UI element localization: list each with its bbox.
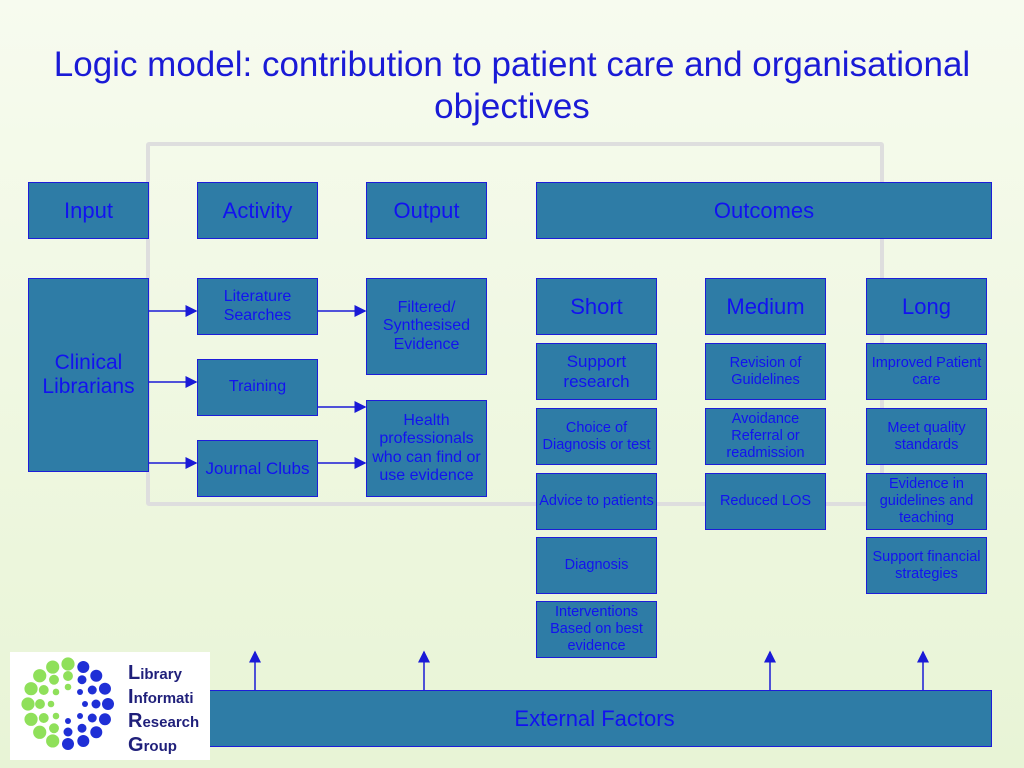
medium-outcome: Revision of Guidelines: [705, 343, 826, 400]
logo-dot: [77, 688, 84, 695]
dot-circle-logo-icon: [21, 657, 114, 750]
output-filtered-evidence: Filtered/ Synthesised Evidence: [366, 278, 487, 375]
lirg-logo: Library Informati Research Group: [10, 652, 210, 760]
long-outcome: Evidence in guidelines and teaching: [866, 473, 987, 530]
external-factors-bar: External Factors: [197, 690, 992, 747]
header-output: Output: [366, 182, 487, 239]
header-input: Input: [28, 182, 149, 239]
logo-dot: [77, 734, 90, 747]
logo-dot: [91, 699, 101, 709]
logo-dot: [102, 698, 114, 710]
logo-dot: [49, 674, 59, 685]
logo-dot: [62, 738, 74, 750]
header-activity: Activity: [197, 182, 318, 239]
input-clinical-librarians: Clinical Librarians: [28, 278, 149, 472]
activity-training: Training: [197, 359, 318, 416]
logo-dot: [46, 660, 60, 674]
logo-dot: [46, 734, 60, 748]
logo-dot: [49, 723, 59, 734]
logo-dot: [38, 713, 49, 723]
medium-outcome: Reduced LOS: [705, 473, 826, 530]
logo-dot: [24, 712, 38, 726]
short-outcome: Support research: [536, 343, 657, 400]
logo-dot: [47, 700, 55, 708]
short-outcome: Diagnosis: [536, 537, 657, 594]
logo-dot: [38, 685, 49, 695]
logo-dot: [82, 701, 88, 707]
logo-dot: [52, 688, 60, 696]
outcome-short-header: Short: [536, 278, 657, 335]
activity-journal-clubs: Journal Clubs: [197, 440, 318, 497]
logo-wordmark: Library Informati Research Group: [128, 662, 200, 756]
logo-dot: [87, 685, 97, 695]
logo-dot: [61, 657, 75, 671]
logo-dot: [52, 712, 60, 720]
outcome-medium-header: Medium: [705, 278, 826, 335]
logo-dot: [21, 697, 35, 711]
logo-dot: [90, 726, 103, 739]
logo-dot: [77, 723, 87, 733]
long-outcome: Improved Patient care: [866, 343, 987, 400]
long-outcome: Support financial strategies: [866, 537, 987, 594]
long-outcome: Meet quality standards: [866, 408, 987, 465]
logo-dot: [98, 682, 111, 695]
short-outcome: Interventions Based on best evidence: [536, 601, 657, 658]
logo-dot: [24, 682, 38, 696]
logo-dot: [64, 683, 72, 691]
short-outcome: Advice to patients: [536, 473, 657, 530]
logo-dot: [33, 725, 47, 739]
header-outcomes: Outcomes: [536, 182, 992, 239]
output-health-professionals: Health professionals who can find or use…: [366, 400, 487, 497]
page-title: Logic model: contribution to patient car…: [53, 45, 971, 126]
logo-dot: [63, 671, 73, 681]
logo-dot: [87, 713, 97, 723]
medium-outcome: Avoidance Referral or readmission: [705, 408, 826, 465]
activity-literature-searches: Literature Searches: [197, 278, 318, 335]
logo-dot: [98, 713, 111, 726]
logo-dot: [77, 713, 84, 720]
outcome-long-header: Long: [866, 278, 987, 335]
logo-dot: [33, 669, 47, 683]
logo-dot: [35, 699, 45, 709]
logo-dot: [65, 718, 71, 724]
short-outcome: Choice of Diagnosis or test: [536, 408, 657, 465]
logo-dot: [77, 675, 87, 685]
logo-dot: [90, 669, 103, 682]
logo-dot: [63, 727, 73, 737]
logo-dot: [77, 661, 90, 674]
